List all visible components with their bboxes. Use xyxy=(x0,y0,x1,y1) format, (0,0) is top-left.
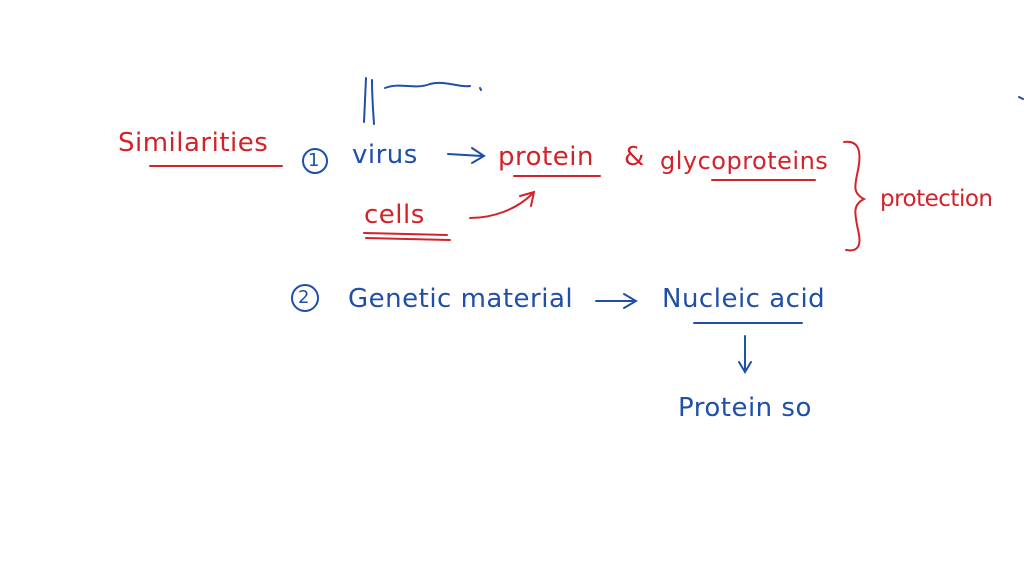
number-2-circle xyxy=(291,284,319,312)
number-1-circle xyxy=(302,148,328,174)
cells-text: cells xyxy=(364,200,425,230)
top-scribble xyxy=(363,77,482,125)
protection-text: protection xyxy=(880,186,993,212)
glycoproteins-text: glycoproteins xyxy=(660,147,829,175)
protein-text: protein xyxy=(498,142,594,172)
curly-brace xyxy=(843,140,867,252)
arrow-down xyxy=(738,335,752,374)
edge-mark xyxy=(1018,96,1024,100)
number-1: 1 xyxy=(308,150,320,171)
and-symbol: & xyxy=(624,142,645,172)
arrow-virus-protein xyxy=(447,147,486,164)
arrow-genetic-nucleic xyxy=(595,293,638,309)
protein-so-text: Protein so xyxy=(678,393,812,423)
virus-text: virus xyxy=(352,140,418,170)
number-2: 2 xyxy=(298,287,310,308)
arrow-cells-protein xyxy=(469,190,536,219)
similarities-heading: Similarities xyxy=(118,128,269,158)
nucleic-acid-text: Nucleic acid xyxy=(662,284,826,314)
cells-underline xyxy=(363,232,451,241)
genetic-material-text: Genetic material xyxy=(348,284,574,314)
